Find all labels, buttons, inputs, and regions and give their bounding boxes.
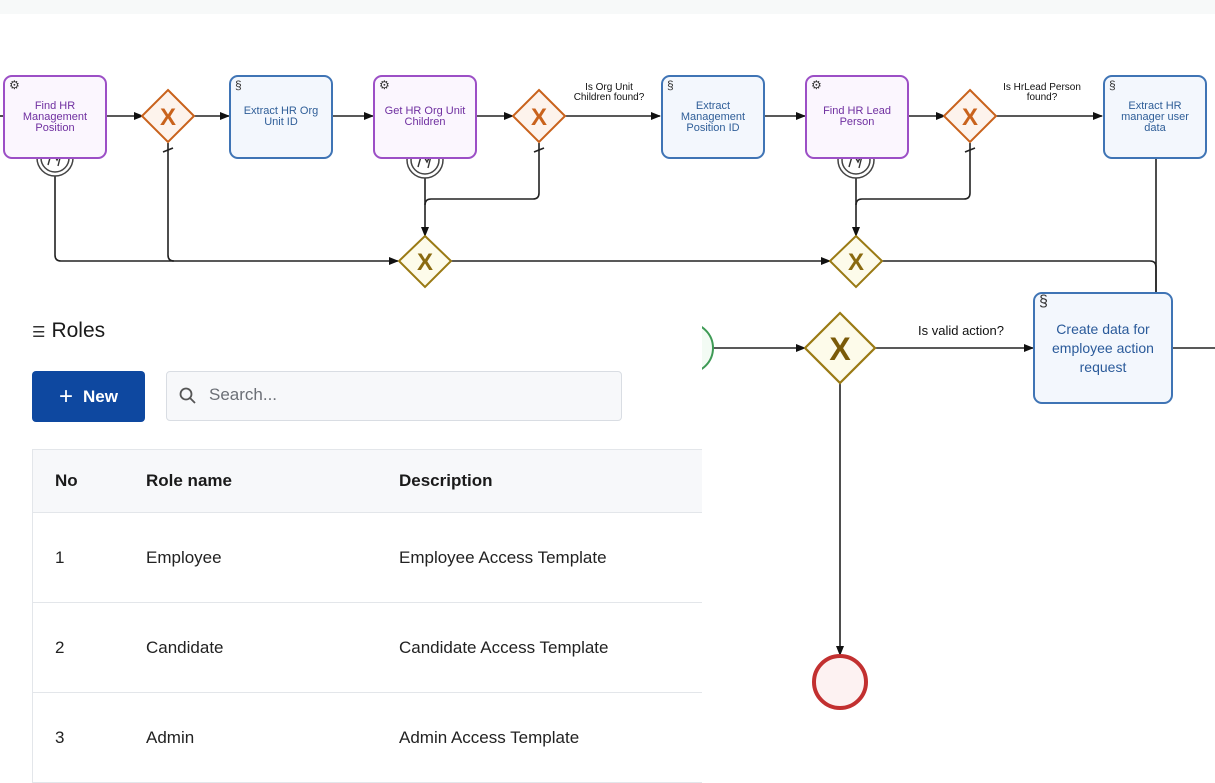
search-field[interactable] bbox=[166, 371, 622, 421]
plus-icon: + bbox=[59, 382, 74, 410]
sequence-flows bbox=[0, 112, 1157, 292]
cell-description: Employee Access Template bbox=[399, 547, 607, 567]
task-label: Extract Management Position ID bbox=[680, 99, 746, 134]
task-get-org-children[interactable]: ⚙ Get HR Org Unit Children bbox=[373, 75, 477, 159]
gateway-x-5: X bbox=[848, 249, 864, 276]
cell-role-name: Admin bbox=[146, 727, 195, 747]
gateway-x-4: X bbox=[417, 249, 433, 276]
script-icon: § bbox=[1039, 293, 1048, 310]
roles-panel: ☰ Roles + New No Role name Description 1 E… bbox=[0, 293, 702, 783]
gateway-x-3: X bbox=[962, 104, 978, 131]
script-icon: § bbox=[667, 78, 674, 92]
valid-action-gateway[interactable] bbox=[803, 311, 877, 385]
list-check-icon: ☰ bbox=[32, 324, 46, 341]
flow-label-lead-found: Is HrLead Person found? bbox=[1003, 82, 1081, 103]
flow-label-children-found: Is Org Unit Children found? bbox=[573, 82, 645, 103]
gear-icon: ⚙ bbox=[9, 78, 20, 92]
cell-role-name: Candidate bbox=[146, 637, 224, 657]
flow-label-valid-action: Is valid action? bbox=[918, 323, 1004, 338]
new-button-label: New bbox=[83, 386, 118, 406]
gateway-x-6: X bbox=[829, 331, 851, 367]
page-title-text: Roles bbox=[51, 319, 106, 342]
cell-no: 1 bbox=[55, 547, 65, 567]
cell-description: Admin Access Template bbox=[399, 727, 580, 747]
script-icon: § bbox=[1109, 78, 1116, 92]
gear-icon: ⚙ bbox=[811, 78, 822, 92]
gear-icon: ⚙ bbox=[379, 78, 390, 92]
table-row[interactable]: 2 Candidate Candidate Access Template bbox=[32, 603, 702, 693]
gateway-x-1: X bbox=[160, 104, 176, 131]
cell-role-name: Employee bbox=[146, 547, 222, 567]
task-find-hr-management[interactable]: ⚙ Find HR Management Position bbox=[3, 75, 107, 159]
column-header-description[interactable]: Description bbox=[399, 471, 493, 490]
task-find-hr-lead[interactable]: ⚙ Find HR Lead Person bbox=[805, 75, 909, 159]
merge-gateways[interactable] bbox=[397, 234, 884, 289]
cell-no: 3 bbox=[55, 727, 65, 747]
task-label: Create data for employee action request bbox=[1052, 320, 1154, 375]
new-role-button[interactable]: + New bbox=[32, 371, 145, 422]
column-header-role-name[interactable]: Role name bbox=[146, 471, 232, 490]
cell-description: Candidate Access Template bbox=[399, 637, 609, 657]
task-label: Find HR Management Position bbox=[22, 99, 88, 134]
task-extract-org-unit[interactable]: § Extract HR Org Unit ID bbox=[229, 75, 333, 159]
search-input[interactable] bbox=[207, 384, 611, 406]
search-icon bbox=[179, 387, 196, 404]
task-extract-mgmt-position[interactable]: § Extract Management Position ID bbox=[661, 75, 765, 159]
cell-no: 2 bbox=[55, 637, 65, 657]
table-row[interactable]: 3 Admin Admin Access Template bbox=[32, 693, 702, 783]
script-icon: § bbox=[235, 78, 242, 92]
gateway-x-2: X bbox=[531, 104, 547, 131]
task-label: Extract HR Org Unit ID bbox=[243, 105, 319, 128]
task-label: Find HR Lead Person bbox=[823, 105, 891, 128]
column-header-no[interactable]: No bbox=[55, 471, 78, 490]
task-create-request[interactable]: § Create data for employee action reques… bbox=[1033, 292, 1173, 404]
exclusive-gateways-top[interactable] bbox=[140, 88, 998, 144]
task-label: Extract HR manager user data bbox=[1121, 99, 1189, 134]
roles-table: No Role name Description 1 Employee Empl… bbox=[32, 449, 702, 783]
table-row[interactable]: 1 Employee Employee Access Template bbox=[32, 513, 702, 603]
end-event[interactable] bbox=[812, 654, 868, 710]
task-extract-hr-manager[interactable]: § Extract HR manager user data bbox=[1103, 75, 1207, 159]
table-header: No Role name Description bbox=[32, 449, 702, 513]
task-label: Get HR Org Unit Children bbox=[384, 105, 466, 128]
page-title: ☰ Roles bbox=[32, 319, 105, 343]
